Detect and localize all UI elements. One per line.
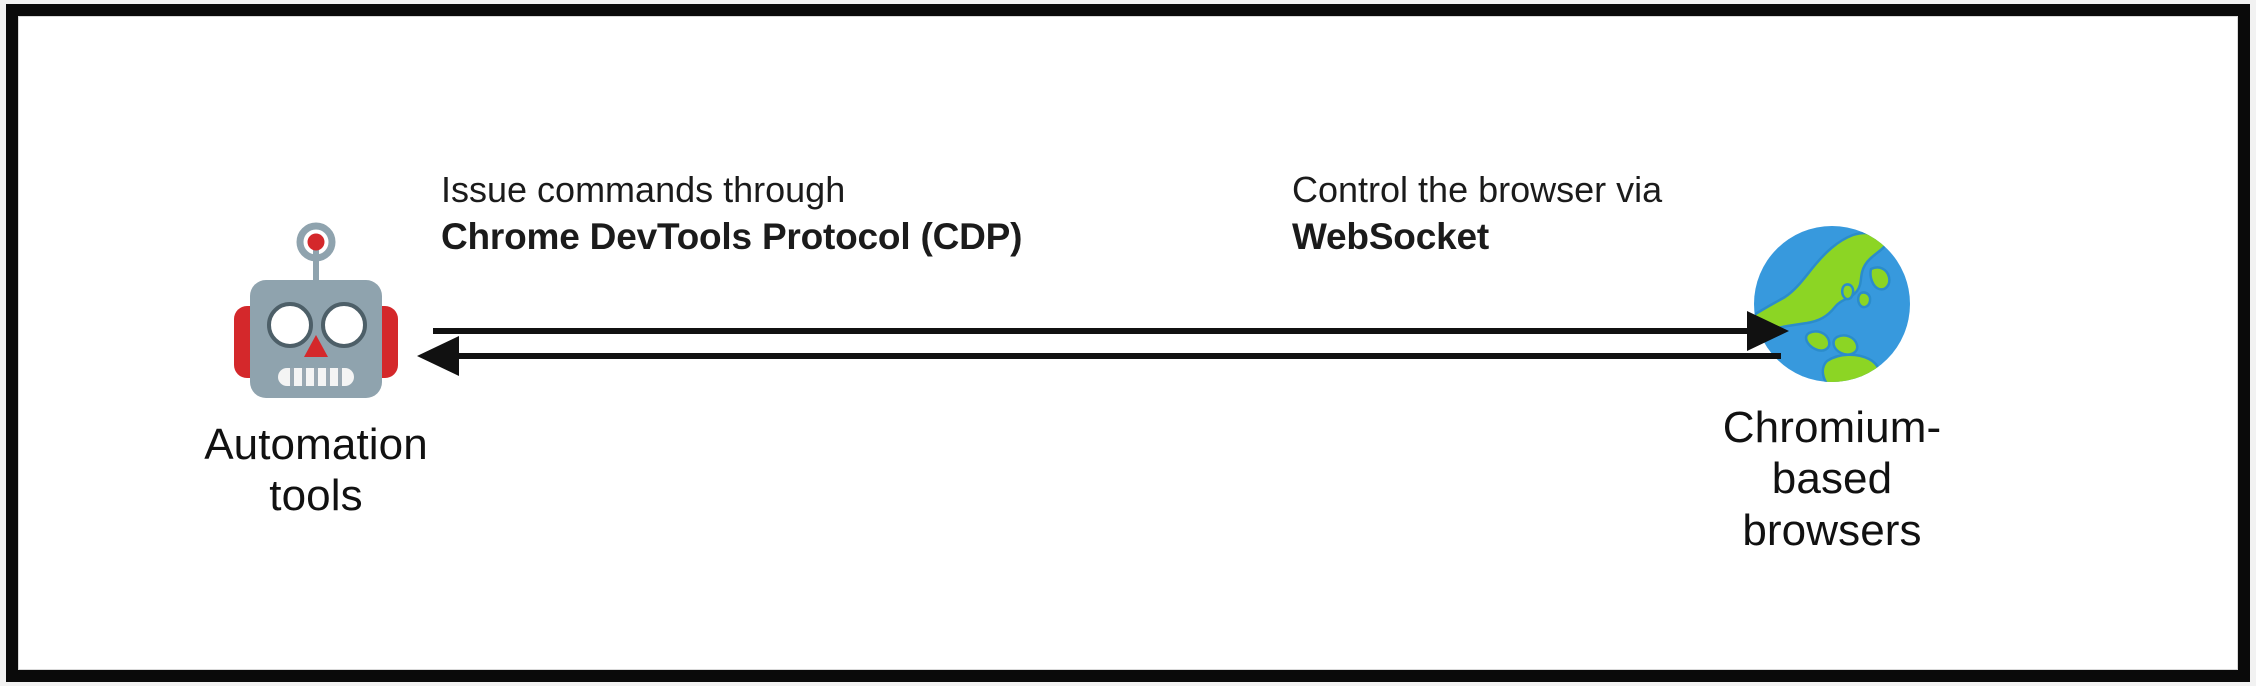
edge-label-cdp: Issue commands through Chrome DevTools P… — [441, 167, 1022, 260]
arrow-left-icon — [417, 336, 1781, 376]
arrow-right-icon — [433, 311, 1789, 351]
node-automation-tools-label: Automation tools — [204, 420, 428, 521]
edge-label-websocket: Control the browser via WebSocket — [1292, 167, 1662, 260]
node-chromium-browsers: Chromium-based browsers — [1707, 225, 1957, 556]
edge-label-websocket-line1: Control the browser via — [1292, 169, 1663, 210]
node-chromium-browsers-label: Chromium-based browsers — [1722, 403, 1942, 555]
diagram-canvas: Automation tools — [18, 16, 2238, 670]
arrow-group — [417, 307, 1789, 377]
globe-asia-icon — [1753, 225, 1911, 388]
robot-icon — [228, 220, 404, 405]
edge-label-websocket-line2: WebSocket — [1292, 216, 1489, 258]
node-automation-tools: Automation tools — [204, 220, 428, 522]
edge-label-cdp-line1: Issue commands through — [441, 169, 846, 210]
edge-label-cdp-line2: Chrome DevTools Protocol (CDP) — [441, 216, 1023, 258]
